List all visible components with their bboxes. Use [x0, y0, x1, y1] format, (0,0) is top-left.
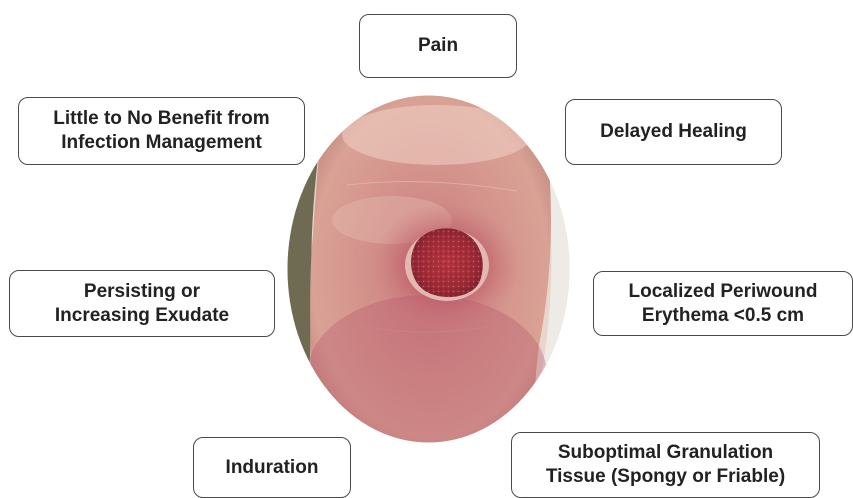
label-little-benefit-line2: Infection Management — [53, 131, 269, 155]
label-persisting-exudate: Persisting or Increasing Exudate — [9, 270, 275, 337]
label-induration-text: Induration — [226, 456, 319, 480]
label-delayed-healing-text: Delayed Healing — [600, 120, 747, 144]
label-suboptimal-line2: Tissue (Spongy or Friable) — [546, 465, 785, 489]
label-little-benefit-line1: Little to No Benefit from — [53, 107, 269, 131]
label-delayed-healing: Delayed Healing — [565, 99, 782, 165]
label-localized-line2: Erythema <0.5 cm — [629, 304, 818, 328]
label-localized-line1: Localized Periwound — [629, 280, 818, 304]
wound-photo-graphic — [287, 95, 570, 443]
label-persisting-line1: Persisting or — [55, 280, 229, 304]
label-suboptimal-granulation: Suboptimal Granulation Tissue (Spongy or… — [511, 432, 820, 498]
label-pain-text: Pain — [418, 34, 458, 58]
label-persisting-line2: Increasing Exudate — [55, 304, 229, 328]
label-pain: Pain — [359, 14, 517, 78]
label-little-benefit: Little to No Benefit from Infection Mana… — [18, 97, 305, 165]
label-induration: Induration — [193, 437, 351, 498]
label-localized-erythema: Localized Periwound Erythema <0.5 cm — [593, 271, 853, 336]
wound-photo — [287, 95, 570, 443]
label-suboptimal-line1: Suboptimal Granulation — [546, 441, 785, 465]
